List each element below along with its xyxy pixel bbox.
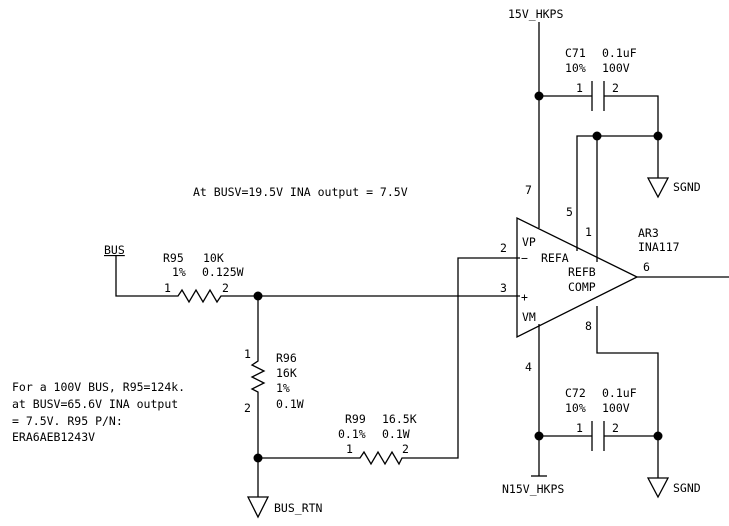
c72-value: 0.1uF: [602, 386, 637, 400]
r95-ref: R95: [163, 251, 184, 265]
r96-value: 16K: [276, 366, 297, 380]
ar3-pin8: 8: [585, 319, 592, 333]
r95-tol: 1%: [172, 265, 186, 279]
r99-tol: 0.1%: [338, 427, 366, 441]
junction-dot: [653, 431, 663, 441]
r99-pin1: 1: [346, 442, 353, 456]
note-100v-line-3: = 7.5V. R95 P/N:: [12, 414, 123, 428]
note-100v-line-2: at BUSV=65.6V INA output: [12, 397, 178, 411]
c72-voltage: 100V: [602, 401, 630, 415]
resistor-r96-symbol: [250, 355, 266, 395]
wires: [115, 22, 729, 497]
c71-tol: 10%: [565, 61, 586, 75]
ar3-pin4: 4: [525, 360, 532, 374]
wire-c72-right: [604, 435, 659, 478]
ar3-pin5: 5: [566, 205, 573, 219]
ar3-pin3: 3: [500, 281, 507, 295]
opamp-ar3-symbol: [516, 216, 639, 339]
ground-symbol: [646, 477, 670, 499]
ground-symbol: [246, 496, 270, 519]
ar3-pin6: 6: [643, 260, 650, 274]
c72-ref: C72: [565, 386, 586, 400]
capacitor-c72-symbol: [591, 421, 605, 451]
r99-pin2: 2: [402, 442, 409, 456]
net-label-sgnd-bottom: SGND: [673, 481, 701, 495]
c72-tol: 10%: [565, 401, 586, 415]
net-label-bus: BUS: [104, 243, 125, 257]
ar3-part: INA117: [638, 240, 680, 254]
r99-value: 16.5K: [382, 412, 417, 426]
net-label-n15v-hkps: N15V_HKPS: [502, 482, 564, 496]
ar3-pin1: 1: [585, 225, 592, 239]
r96-pin2: 2: [244, 401, 251, 415]
ar3-refa-label: REFA: [541, 251, 569, 265]
r96-pin1: 1: [244, 347, 251, 361]
wire-r99-to-pin2: [404, 257, 520, 459]
c71-pin2: 2: [612, 81, 619, 95]
junction-dot: [534, 91, 544, 101]
resistor-r95-symbol: [170, 288, 227, 304]
ar3-vp-label: VP: [522, 235, 536, 249]
c72-pin1: 1: [576, 421, 583, 435]
r95-power: 0.125W: [202, 265, 244, 279]
resistor-r99-symbol: [352, 450, 404, 466]
junction-dot: [253, 453, 263, 463]
ar3-vm-label: VM: [522, 310, 536, 324]
wire-pin5-sgnd: [576, 135, 658, 251]
r95-value: 10K: [203, 251, 224, 265]
ar3-minus-sign: −: [521, 251, 528, 265]
r96-power: 0.1W: [276, 397, 304, 411]
junction-dot: [653, 131, 663, 141]
ar3-ref: AR3: [638, 226, 659, 240]
net-label-sgnd-top: SGND: [673, 180, 701, 194]
wire-bus-in: [115, 255, 170, 297]
wire-pin8-sgnd: [596, 306, 659, 436]
c71-voltage: 100V: [602, 61, 630, 75]
r99-ref: R99: [345, 412, 366, 426]
ar3-comp-label: COMP: [568, 280, 596, 294]
r96-tol: 1%: [276, 381, 290, 395]
r99-power: 0.1W: [382, 427, 410, 441]
r95-pin2: 2: [222, 281, 229, 295]
ar3-plus-sign: +: [521, 290, 528, 304]
wire-c71-right: [604, 95, 659, 178]
c71-pin1: 1: [576, 81, 583, 95]
ar3-refb-label: REFB: [568, 265, 596, 279]
r95-pin1: 1: [164, 281, 171, 295]
c72-pin2: 2: [612, 421, 619, 435]
r96-ref: R96: [276, 351, 297, 365]
junctions: [253, 91, 663, 463]
capacitor-c71-symbol: [591, 81, 605, 111]
ar3-pin2: 2: [500, 241, 507, 255]
junction-dot: [253, 291, 263, 301]
note-ina-output: At BUSV=19.5V INA output = 7.5V: [193, 185, 408, 199]
c71-ref: C71: [565, 46, 586, 60]
net-label-bus-rtn: BUS_RTN: [274, 501, 323, 515]
ar3-pin7: 7: [525, 183, 532, 197]
ground-symbol: [646, 177, 670, 199]
note-100v-line-4: ERA6AEB1243V: [12, 430, 95, 444]
note-100v-line-1: For a 100V BUS, R95=124k.: [12, 380, 185, 394]
c71-value: 0.1uF: [602, 46, 637, 60]
net-label-15v-hkps: 15V_HKPS: [508, 7, 563, 21]
junction-dot: [592, 131, 602, 141]
junction-dot: [534, 431, 544, 441]
